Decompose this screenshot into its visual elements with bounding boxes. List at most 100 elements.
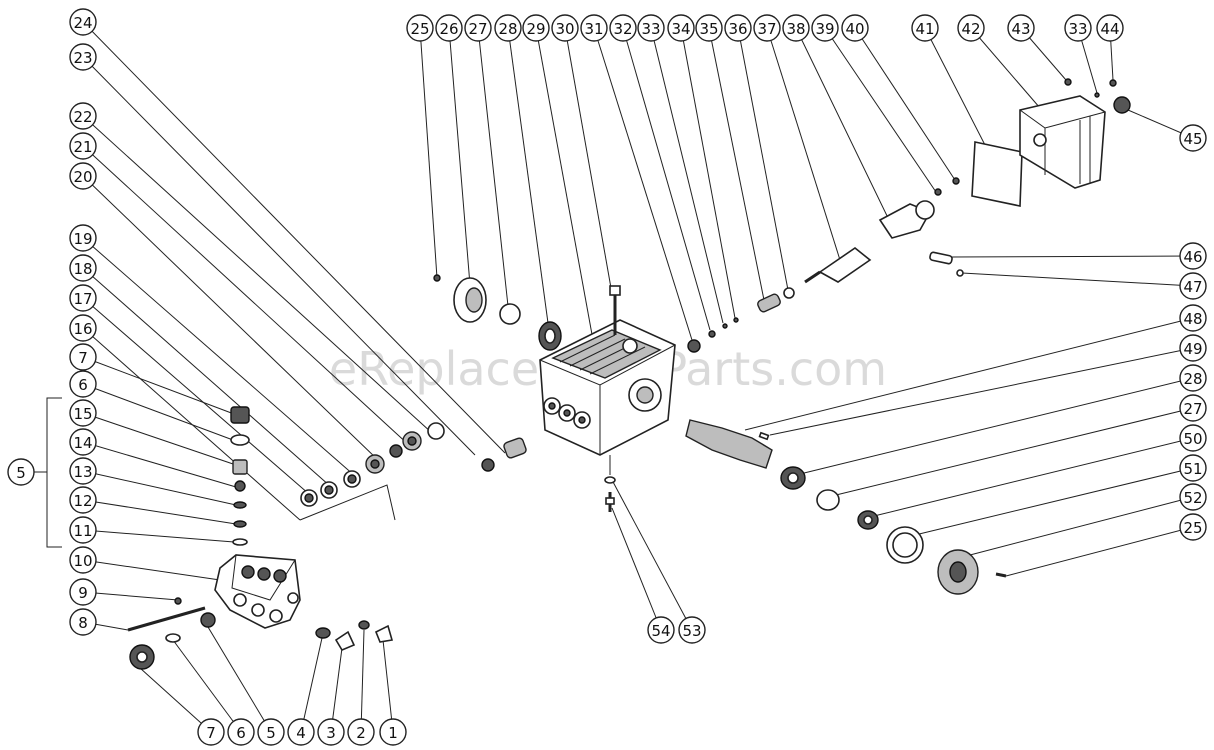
packing-seals [299, 422, 527, 521]
callout-c5b: 5 [257, 718, 285, 746]
callout-c30: 30 [551, 14, 579, 42]
valve-stack-lower [127, 597, 394, 670]
callout-bubble [494, 14, 522, 42]
callout-c44: 44 [1096, 14, 1124, 42]
callout-c7a: 7 [69, 343, 97, 371]
leader-line-c24 [82, 21, 506, 454]
callout-bubble [1179, 424, 1207, 452]
callout-bubble [69, 314, 97, 342]
leader-line-c19 [82, 237, 356, 477]
callout-c7b: 7 [197, 718, 225, 746]
callout-c12: 12 [69, 486, 97, 514]
leader-line-c28b [799, 377, 1194, 475]
leader-line-c38 [795, 27, 891, 223]
callout-c1: 1 [379, 718, 407, 746]
callout-c4: 4 [287, 718, 315, 746]
callout-c52: 52 [1179, 483, 1207, 511]
callout-bubble [957, 14, 985, 42]
callout-label: 28 [498, 20, 517, 38]
callout-bubble [317, 718, 345, 746]
leader-line-c37 [766, 27, 841, 261]
callout-bubble [69, 43, 97, 71]
callout-bubble [1179, 454, 1207, 482]
callout-bubble [678, 616, 706, 644]
leader-line-c18 [82, 267, 331, 487]
leader-line-c52 [969, 496, 1194, 556]
callout-label: 46 [1183, 248, 1202, 266]
callout-c2: 2 [347, 718, 375, 746]
callout-label: 53 [682, 622, 701, 640]
callout-c27a: 27 [464, 14, 492, 42]
callout-bubble [197, 718, 225, 746]
callout-label: 26 [439, 20, 458, 38]
callout-bubble [69, 132, 97, 160]
callout-c6b: 6 [227, 718, 255, 746]
callout-bubble [753, 14, 781, 42]
leader-line-c11 [82, 529, 235, 543]
callout-label: 5 [266, 724, 276, 742]
leader-line-c35 [708, 27, 765, 301]
callout-bubble [841, 14, 869, 42]
callout-label: 22 [73, 108, 92, 126]
leader-line-c25b [1005, 526, 1194, 577]
leader-line-c47 [961, 272, 1194, 287]
leader-line-c29 [535, 27, 594, 341]
leader-line-c48 [744, 317, 1194, 431]
callout-label: 38 [786, 20, 805, 38]
leader-line-c36 [737, 27, 789, 291]
callout-label: 43 [1011, 20, 1030, 38]
callout-label: 50 [1183, 430, 1202, 448]
callout-c3: 3 [317, 718, 345, 746]
drain-plug [604, 455, 616, 512]
callout-label: 4 [296, 724, 306, 742]
callout-bubble [695, 14, 723, 42]
leader-line-c22 [82, 115, 433, 434]
callout-bubble [1007, 14, 1035, 42]
callout-c38: 38 [782, 14, 810, 42]
leader-line-c25a [419, 27, 438, 279]
leader-line-c54 [611, 507, 662, 631]
callout-c16: 16 [69, 314, 97, 342]
callout-c23: 23 [69, 43, 97, 71]
callout-label: 27 [468, 20, 487, 38]
callout-c50: 50 [1179, 424, 1207, 452]
leader-line-c32 [622, 27, 711, 331]
callout-bubble [69, 224, 97, 252]
callout-bubble [522, 14, 550, 42]
callout-bubble [464, 14, 492, 42]
callout-c21: 21 [69, 132, 97, 160]
leader-line-c33a [650, 27, 724, 324]
callout-bubble [7, 458, 35, 486]
callout-label: 33 [1068, 20, 1087, 38]
leader-line-c39 [824, 27, 937, 193]
leader-line-c12 [82, 499, 237, 525]
callout-label: 31 [584, 20, 603, 38]
leader-lines [82, 21, 1194, 733]
callout-bubble [1064, 14, 1092, 42]
callout-bubble [580, 14, 608, 42]
callout-c17: 17 [69, 284, 97, 312]
callout-bubble [1179, 394, 1207, 422]
callout-c24: 24 [69, 8, 97, 36]
callout-bubble [1179, 124, 1207, 152]
leader-line-c41 [924, 27, 986, 146]
leader-line-c6a [82, 383, 234, 441]
parts [30, 78, 1131, 670]
callout-label: 40 [845, 20, 864, 38]
callout-label: 28 [1183, 370, 1202, 388]
callout-c43: 43 [1007, 14, 1035, 42]
leader-line-c2 [360, 629, 365, 733]
callout-c22: 22 [69, 102, 97, 130]
callout-bubble [69, 284, 97, 312]
callout-label: 12 [73, 492, 92, 510]
callout-label: 48 [1183, 310, 1202, 328]
leader-line-c4 [300, 637, 323, 733]
callout-label: 54 [651, 622, 670, 640]
callout-c13: 13 [69, 457, 97, 485]
leader-line-c17 [82, 297, 310, 495]
callout-label: 9 [78, 584, 88, 602]
callout-label: 49 [1183, 340, 1202, 358]
callout-label: 32 [613, 20, 632, 38]
callout-label: 14 [73, 434, 92, 452]
